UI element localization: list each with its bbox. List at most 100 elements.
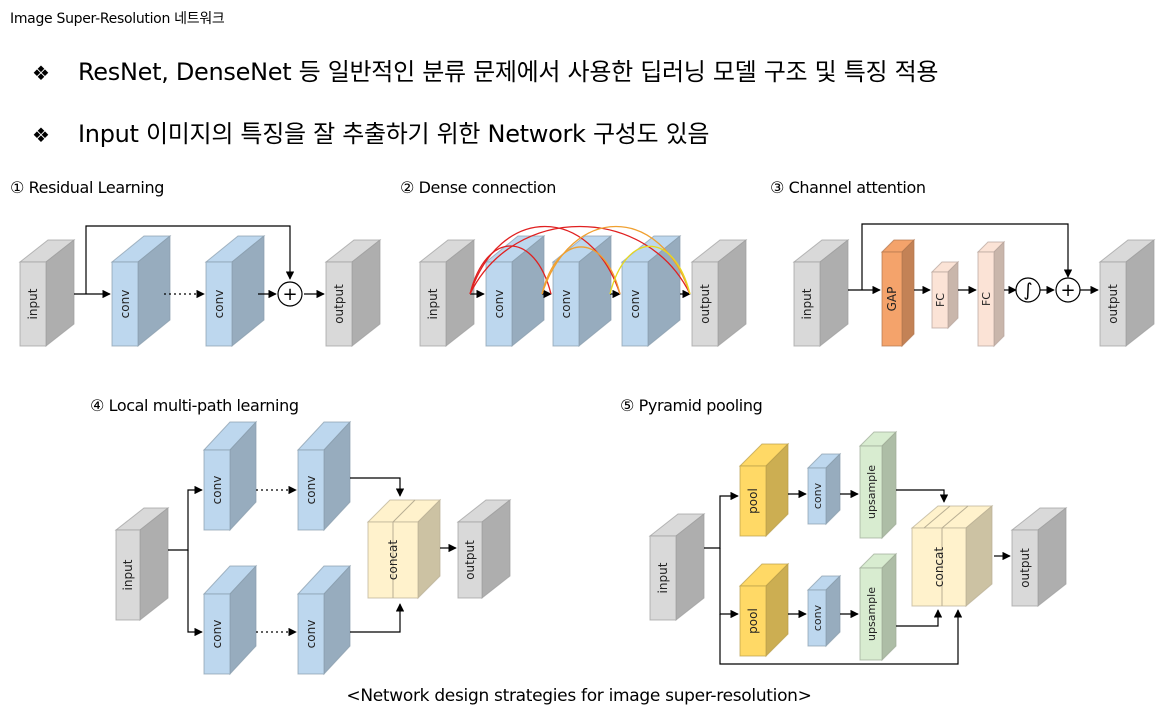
pyramid-pool-block-1	[738, 442, 790, 538]
pyramid-concat-divider-2	[941, 505, 969, 529]
multipath-concat-block-label: concat	[386, 540, 400, 580]
channel-skip-connection	[861, 223, 1073, 290]
pyramid-conv-block-2	[806, 574, 842, 648]
multipath-concat-block	[366, 498, 442, 600]
page-header-title: Image Super-Resolution 네트워크	[10, 11, 225, 27]
pyramid-merge-bottom	[896, 609, 943, 627]
pyramid-concat-block-label: concat	[932, 547, 946, 587]
dense-connection-arc-2-3	[541, 246, 621, 295]
svg-text:+: +	[1060, 280, 1075, 301]
pyramid-input-block-label: input	[656, 562, 670, 593]
residual-conv-block-2-label: conv	[212, 290, 226, 319]
dense-conv-block-1	[484, 234, 546, 348]
residual-conv-block-2	[204, 234, 266, 348]
section-title-dense: ② Dense connection	[400, 178, 556, 197]
multipath-input-block	[114, 506, 170, 622]
multipath-concat-divider	[392, 499, 416, 523]
bullet-text-2: Input 이미지의 특징을 잘 추출하기 위한 Network 구성도 있음	[78, 120, 710, 148]
pyramid-concat-block	[910, 504, 994, 608]
dense-connection-arc-1-2	[469, 245, 552, 295]
residual-output-block-label: output	[332, 284, 346, 324]
dense-conv-block-2-label: conv	[559, 290, 573, 319]
multipath-conv-block-4-label: conv	[304, 620, 318, 649]
pyramid-pool-block-2	[738, 562, 790, 658]
pyramid-conv-block-2-label: conv	[811, 604, 824, 631]
multipath-input-block-label: input	[121, 559, 135, 590]
pyramid-merge-top	[896, 489, 949, 503]
pyramid-output-block-label: output	[1018, 548, 1032, 588]
residual-plus-icon: +	[277, 281, 303, 307]
dense-input-block	[418, 238, 476, 348]
pyramid-skip-bottom	[719, 609, 963, 665]
channel-sigmoid-icon: ∫	[1015, 277, 1041, 303]
residual-conv-block-1-label: conv	[118, 290, 132, 319]
multipath-output-block	[456, 498, 512, 600]
dense-conv-block-3	[620, 234, 682, 348]
dense-input-block-label: input	[426, 288, 440, 319]
figure-caption: <Network design strategies for image sup…	[346, 686, 812, 706]
multipath-conv-block-3-label: conv	[210, 620, 224, 649]
channel-fc-block-1-label: FC	[934, 293, 947, 307]
channel-input-block-label: input	[800, 288, 814, 319]
section-title-pyramid: ⑤ Pyramid pooling	[620, 396, 763, 415]
diamond-bullet-icon: ❖	[32, 61, 50, 85]
channel-gap-block	[880, 238, 916, 348]
pyramid-input-block	[648, 512, 706, 622]
channel-plus-icon: +	[1055, 277, 1081, 303]
channel-fc-block-2	[976, 240, 1006, 348]
channel-output-block-label: output	[1106, 284, 1120, 324]
multipath-split-top	[168, 485, 203, 551]
pyramid-conv-block-1	[806, 452, 842, 526]
dense-connection-arc-3-4	[609, 245, 691, 295]
residual-input-block	[18, 238, 76, 348]
residual-input-block-label: input	[26, 288, 40, 319]
dense-connection-arc-2-4	[541, 226, 691, 295]
pyramid-upsample-block-2	[858, 552, 898, 662]
section-title-channel: ③ Channel attention	[770, 178, 926, 197]
section-title-residual: ① Residual Learning	[10, 178, 164, 197]
multipath-output-block-label: output	[463, 540, 477, 580]
pyramid-concat-divider-1	[923, 505, 951, 529]
section-title-multipath: ④ Local multi-path learning	[90, 396, 299, 415]
pyramid-split-top	[704, 491, 739, 549]
multipath-split-bottom	[187, 550, 203, 637]
svg-text:+: +	[282, 284, 297, 305]
bullet-item-2: ❖ Input 이미지의 특징을 잘 추출하기 위한 Network 구성도 있음	[32, 114, 710, 149]
pyramid-split-bottom	[719, 548, 739, 619]
dense-connection-arc-1-4	[469, 226, 691, 295]
multipath-conv-block-4	[296, 564, 352, 676]
dense-output-block	[690, 238, 748, 348]
multipath-conv-block-1-label: conv	[210, 476, 224, 505]
diamond-bullet-icon: ❖	[32, 123, 50, 147]
pyramid-upsample-block-1	[858, 430, 898, 540]
pyramid-pool-block-2-label: pool	[746, 608, 760, 634]
bullet-item-1: ❖ ResNet, DenseNet 등 일반적인 분류 문제에서 사용한 딥러닝…	[32, 52, 939, 87]
bullet-text-1: ResNet, DenseNet 등 일반적인 분류 문제에서 사용한 딥러닝 …	[78, 58, 939, 86]
svg-text:∫: ∫	[1023, 280, 1032, 301]
channel-gap-block-label: GAP	[885, 287, 899, 312]
multipath-conv-block-2-label: conv	[304, 476, 318, 505]
pyramid-upsample-block-1-label: upsample	[865, 465, 878, 519]
dense-connection-arc-1-3	[469, 226, 621, 295]
channel-fc-block-1	[930, 260, 960, 330]
dense-conv-block-3-label: conv	[628, 290, 642, 319]
multipath-merge-bottom	[350, 603, 405, 633]
residual-skip-connection	[85, 225, 295, 294]
channel-input-block	[792, 238, 850, 348]
dense-conv-block-2	[551, 234, 613, 348]
pyramid-upsample-block-2-label: upsample	[865, 587, 878, 641]
residual-conv-block-1	[110, 234, 172, 348]
multipath-conv-block-2	[296, 420, 352, 532]
multipath-conv-block-3	[202, 564, 258, 676]
pyramid-conv-block-1-label: conv	[811, 482, 824, 509]
pyramid-pool-block-1-label: pool	[746, 488, 760, 514]
channel-fc-block-2-label: FC	[980, 292, 993, 306]
dense-conv-block-1-label: conv	[492, 290, 506, 319]
channel-output-block	[1098, 238, 1156, 348]
multipath-conv-block-1	[202, 420, 258, 532]
multipath-merge-top	[350, 477, 405, 497]
dense-output-block-label: output	[698, 284, 712, 324]
residual-output-block	[324, 238, 382, 348]
pyramid-output-block	[1010, 506, 1068, 608]
